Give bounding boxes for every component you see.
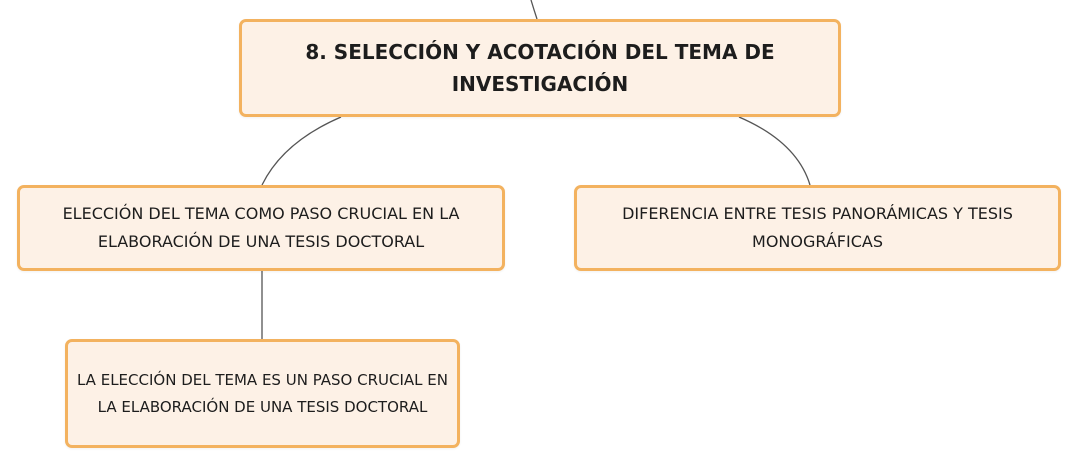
subtopic-text-eleccion-tema: ELECCIÓN DEL TEMA COMO PASO CRUCIAL EN L… <box>62 204 460 251</box>
subtopic-node-eleccion-tema[interactable]: ELECCIÓN DEL TEMA COMO PASO CRUCIAL EN L… <box>17 185 505 271</box>
root-topic-node[interactable]: 8. SELECCIÓN Y ACOTACIÓN DEL TEMA DE INV… <box>239 19 841 117</box>
subtopic-node-diferencia-tesis[interactable]: DIFERENCIA ENTRE TESIS PANORÁMICAS Y TES… <box>574 185 1061 271</box>
connector-root-to-node-2 <box>738 116 811 186</box>
child-text-paso-crucial: LA ELECCIÓN DEL TEMA ES UN PASO CRUCIAL … <box>76 370 448 416</box>
subtopic-text-diferencia-tesis: DIFERENCIA ENTRE TESIS PANORÁMICAS Y TES… <box>622 204 1013 251</box>
child-node-paso-crucial[interactable]: LA ELECCIÓN DEL TEMA ES UN PASO CRUCIAL … <box>65 339 460 448</box>
root-topic-text: 8. SELECCIÓN Y ACOTACIÓN DEL TEMA DE INV… <box>305 40 775 96</box>
connector-parent-to-root <box>530 0 538 20</box>
connector-root-to-node-1 <box>261 116 342 186</box>
